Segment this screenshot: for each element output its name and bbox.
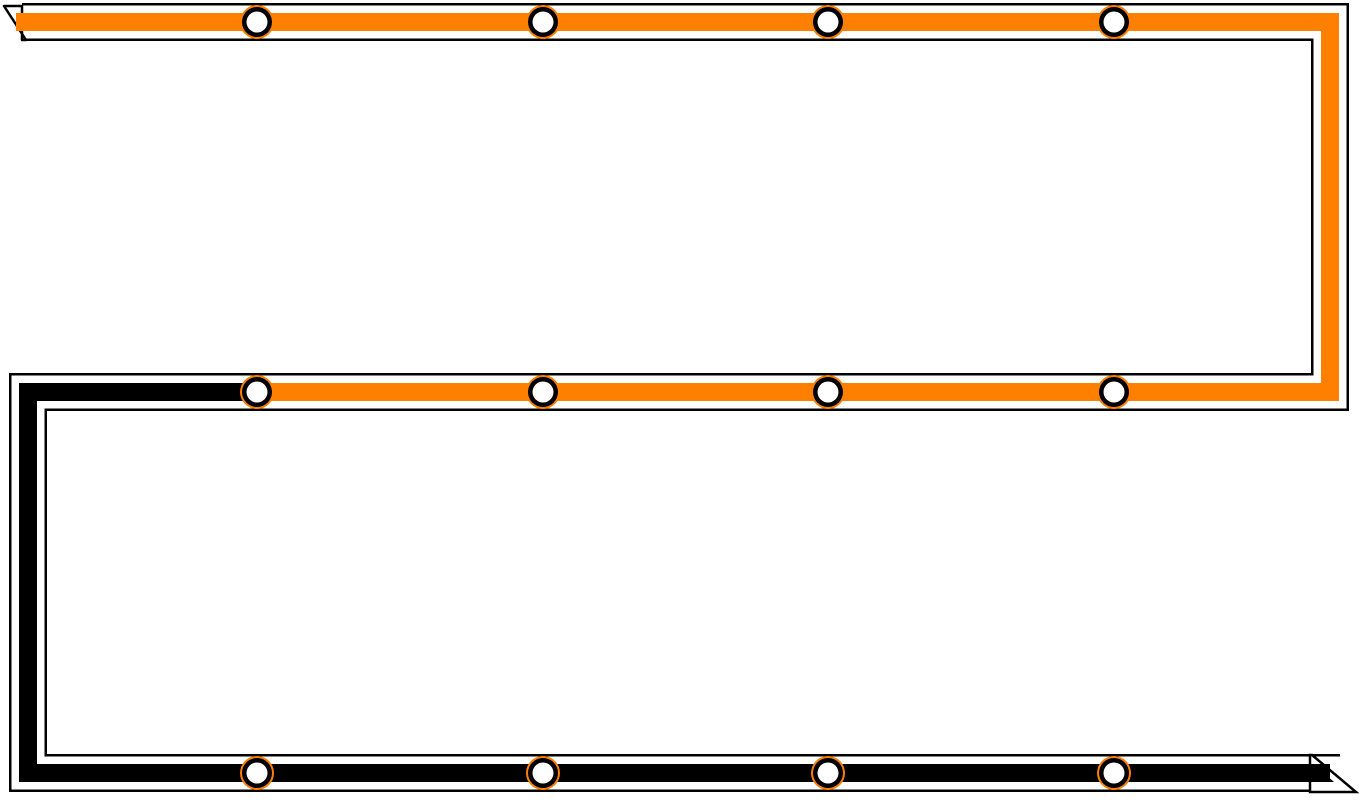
stations (240, 5, 1131, 790)
station-center (1103, 381, 1125, 403)
station-3[interactable] (811, 5, 845, 39)
completed-segment (16, 13, 1339, 401)
station-center (1103, 762, 1125, 784)
station-5[interactable] (1097, 375, 1131, 409)
station-11[interactable] (811, 756, 845, 790)
station-center (817, 11, 839, 33)
completed-start-cap (16, 13, 40, 31)
station-2[interactable] (526, 5, 560, 39)
station-12[interactable] (1097, 756, 1131, 790)
station-center (246, 381, 268, 403)
station-center (1103, 11, 1125, 33)
station-6[interactable] (811, 375, 845, 409)
station-1[interactable] (240, 5, 274, 39)
station-center (817, 381, 839, 403)
station-8[interactable] (240, 375, 274, 409)
station-center (246, 762, 268, 784)
station-center (532, 11, 554, 33)
track-lines (16, 13, 1339, 782)
station-4[interactable] (1097, 5, 1131, 39)
station-center (246, 11, 268, 33)
pending-end-cap (1300, 764, 1334, 782)
station-center (817, 762, 839, 784)
station-7[interactable] (526, 375, 560, 409)
pending-segment (19, 383, 1330, 782)
station-10[interactable] (526, 756, 560, 790)
station-9[interactable] (240, 756, 274, 790)
station-center (532, 381, 554, 403)
station-center (532, 762, 554, 784)
